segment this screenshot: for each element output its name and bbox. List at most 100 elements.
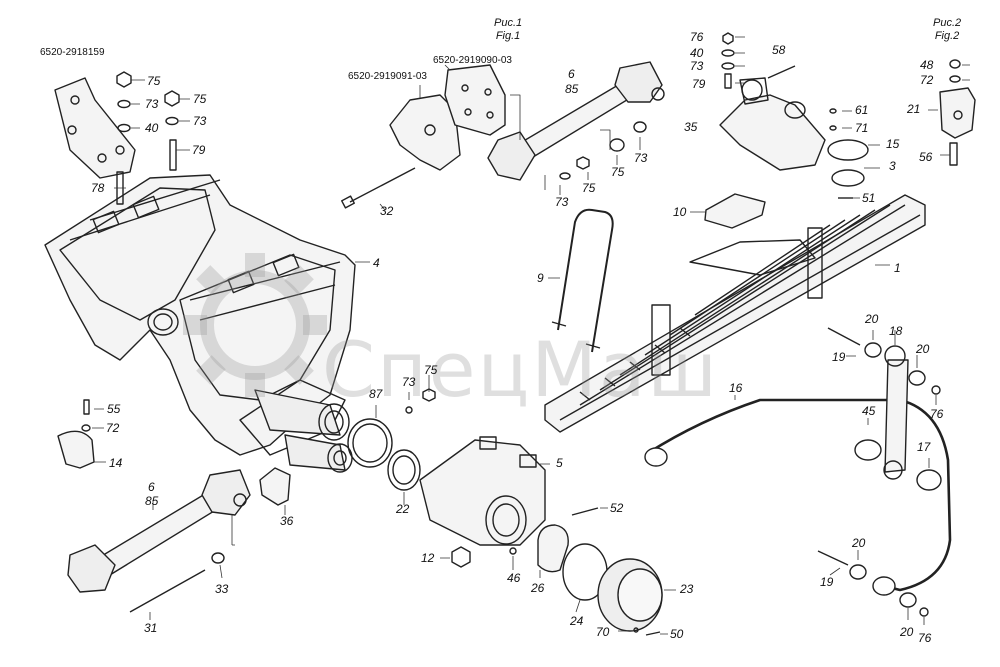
clamp-26	[537, 524, 569, 573]
nuts-washers-left	[116, 71, 180, 133]
callout-label: 26	[531, 581, 545, 595]
callout-label: 72	[920, 73, 934, 87]
callout-label: 73	[402, 375, 416, 389]
cover-plate-15	[827, 139, 869, 161]
callout-label: 3	[889, 159, 896, 173]
callout-label: 21	[907, 102, 921, 116]
spring-pad	[704, 193, 766, 229]
u-bolt	[557, 208, 614, 353]
callout-label: 9	[537, 271, 544, 285]
small-bolts-61-71-51	[829, 108, 853, 199]
callout-label: 75	[611, 165, 625, 179]
callout-label: 20	[916, 342, 930, 356]
hub-cap	[597, 558, 663, 632]
leaf-spring	[544, 194, 926, 433]
callout-label: 40	[145, 121, 159, 135]
watermark-text: СпецМаш	[322, 325, 719, 414]
reaction-rod-bracket-b	[444, 64, 506, 136]
callout-label: 75	[193, 92, 207, 106]
fig1-caption: Рис.1 Fig.1	[494, 17, 522, 43]
callout-label: 76	[918, 631, 932, 645]
seal-ring-87	[347, 418, 393, 468]
upper-bracket	[54, 77, 136, 179]
callout-label: 24	[570, 614, 584, 628]
callout-label: 5	[556, 456, 563, 470]
callout-label: 56	[919, 150, 933, 164]
gear-logo-icon	[183, 253, 327, 397]
link-bushings	[817, 327, 942, 617]
callout-label: 20	[900, 625, 914, 639]
callout-label: 73	[634, 151, 648, 165]
callout-label: 6	[568, 67, 575, 81]
fig1-caption-ru: Рис.1	[494, 17, 523, 29]
ring-22	[387, 449, 421, 491]
bracket-35	[719, 77, 826, 171]
callout-label: 15	[886, 137, 900, 151]
callout-label: 19	[820, 575, 834, 589]
callout-label: 79	[692, 77, 706, 91]
callout-label: 14	[109, 456, 123, 470]
cover-plate-3	[831, 169, 865, 187]
callout-label: 16	[729, 381, 743, 395]
fasteners-76-79	[721, 32, 735, 89]
callout-label: 61	[855, 103, 869, 117]
callout-label: 33	[215, 582, 229, 596]
bolt-58	[767, 65, 796, 79]
callout-label: 78	[91, 181, 105, 195]
callout-label: 6	[148, 480, 155, 494]
part-number-label: 6520-2919091-03	[348, 71, 427, 82]
callout-label: 12	[421, 551, 435, 565]
fig2-caption: Рис.2 Fig.2	[933, 17, 961, 43]
callout-label: 19	[832, 350, 846, 364]
rod-fasteners-upper	[559, 121, 647, 180]
bracket-21	[939, 59, 976, 166]
callout-label: 76	[690, 30, 704, 44]
upper-reaction-rod	[487, 61, 665, 181]
callout-label: 52	[610, 501, 624, 515]
fig1-caption-en: Fig.1	[495, 30, 521, 42]
lower-reaction-rod	[67, 469, 251, 593]
callout-label: 36	[280, 514, 294, 528]
callout-label: 50	[670, 627, 684, 641]
callout-label: 4	[373, 256, 380, 270]
callout-label: 76	[930, 407, 944, 421]
callout-label: 87	[369, 387, 383, 401]
bolt-52	[571, 507, 599, 516]
callout-label: 10	[673, 205, 687, 219]
callout-label: 32	[380, 204, 394, 218]
bracket-36	[259, 467, 291, 506]
callout-label: 20	[865, 312, 879, 326]
callout-label: 72	[106, 421, 120, 435]
callout-label: 1	[894, 261, 901, 275]
callout-label: 58	[772, 43, 786, 57]
callout-label: 73	[193, 114, 207, 128]
callout-label: 23	[680, 582, 694, 596]
callout-label: 22	[396, 502, 410, 516]
reaction-rod-bracket-a	[389, 94, 461, 171]
callout-label: 35	[684, 120, 698, 134]
long-bolt-31	[129, 569, 206, 613]
balancer-housing	[44, 174, 356, 456]
fig2-caption-ru: Рис.2	[933, 17, 962, 29]
callout-label: 71	[855, 121, 869, 135]
callout-label: 73	[690, 59, 704, 73]
callout-label: 75	[147, 74, 161, 88]
callout-label: 18	[889, 324, 903, 338]
stabilizer-bar	[647, 398, 952, 592]
callout-label: 20	[852, 536, 866, 550]
callout-label: 55	[107, 402, 121, 416]
clamp-14	[57, 430, 95, 469]
callout-label: 31	[144, 621, 158, 635]
callout-label: 70	[596, 625, 610, 639]
callout-label: 79	[192, 143, 206, 157]
callout-label: 51	[862, 191, 876, 205]
callout-label: 46	[507, 571, 521, 585]
callout-label: 40	[690, 46, 704, 60]
part-number-label: 6520-2918159	[40, 47, 105, 58]
callout-label: 73	[555, 195, 569, 209]
callout-label: 17	[917, 440, 931, 454]
callout-label: 85	[145, 494, 159, 508]
long-bolt-32	[349, 167, 416, 203]
